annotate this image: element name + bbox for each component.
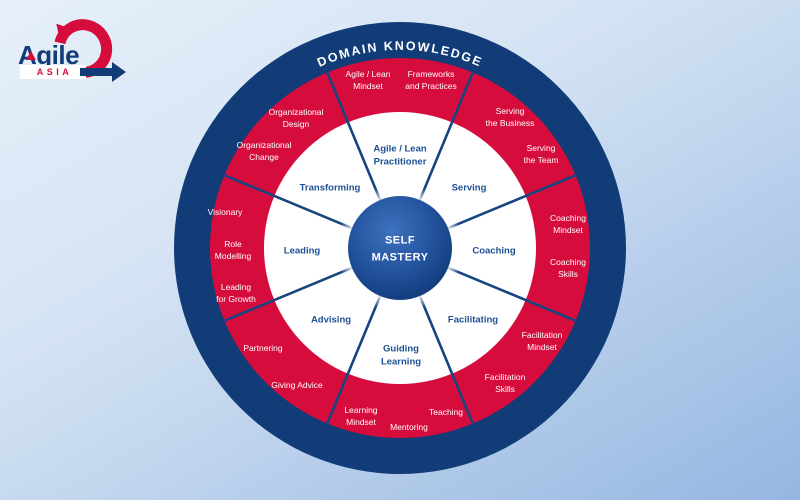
divider-line: [326, 293, 383, 424]
divider-line: [445, 265, 576, 322]
logo-a-accent-icon: [26, 51, 36, 60]
divider-line: [224, 265, 355, 322]
sector-divider-lines: [224, 72, 576, 424]
brand-region: ASIA: [36, 67, 73, 77]
divider-line: [417, 72, 474, 203]
brand-region-strip: ASIA: [20, 65, 86, 79]
divider-line: [417, 293, 474, 424]
logo-arrow-icon: [80, 68, 114, 76]
self-mastery-circle: [348, 196, 452, 300]
agile-asia-logo: Agile ASIA: [18, 8, 133, 89]
divider-line: [326, 72, 383, 203]
divider-line: [445, 174, 576, 231]
divider-line: [224, 174, 355, 231]
logo-arrowhead-icon: [112, 62, 126, 82]
